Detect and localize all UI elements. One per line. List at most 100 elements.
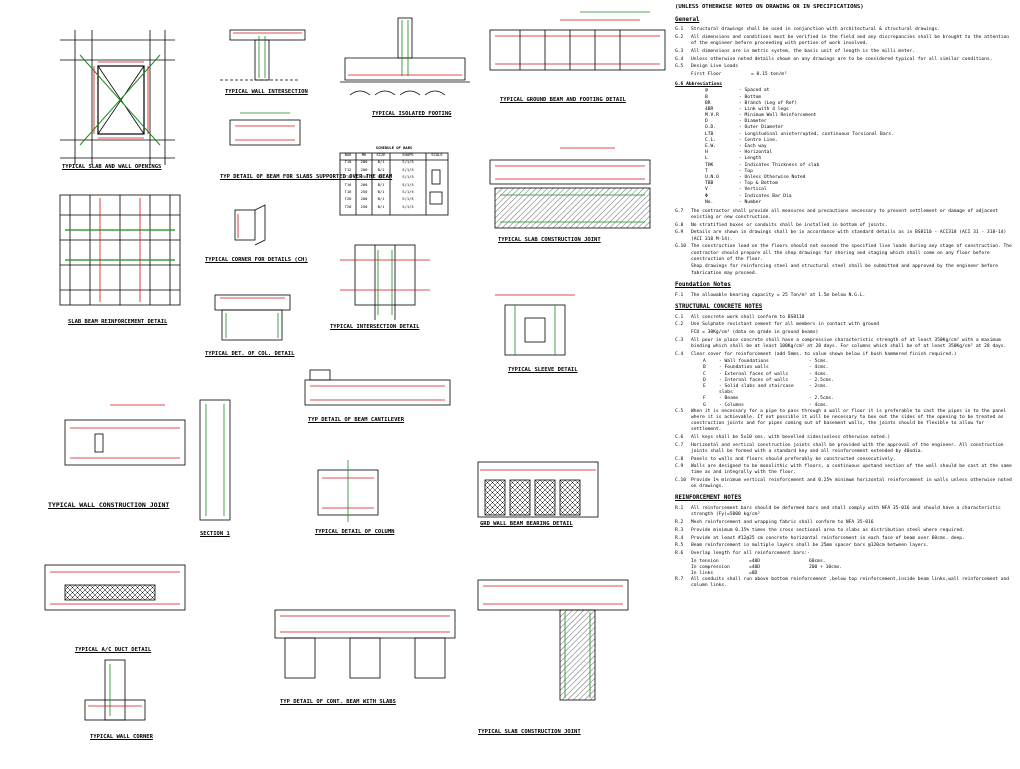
- bar-cell: T16: [344, 181, 352, 187]
- note-text: Provide minimum 0.15% times the cross se…: [691, 527, 965, 533]
- cover-item: C- External faces of walls- 4cms.: [675, 372, 1015, 378]
- note-number: G.10: [675, 244, 687, 250]
- bar-cell: T16: [344, 188, 352, 194]
- cover-letter: A: [703, 359, 706, 365]
- note-number: G.5: [675, 64, 684, 70]
- note-text: The allowable bearing capacity = 25 Ton/…: [691, 292, 866, 298]
- note-number: R.6: [675, 550, 684, 556]
- abbreviation-value: - Link with 4 legs: [739, 106, 789, 112]
- caption-ground-wall-beam: GRD WALL BEAM BEARING DETAIL: [480, 521, 573, 527]
- wall-construction-joint-detail: [64, 404, 186, 466]
- abbreviation-value: - Indicates Bar Dia: [739, 193, 792, 199]
- cover-value: - 2.5cms.: [809, 396, 834, 402]
- abbreviation-value: - Indicates Thickness of slab: [739, 162, 820, 168]
- abbreviation-key: 4BR: [705, 106, 714, 112]
- bar-header-4: SHAPE: [402, 152, 414, 157]
- caption-wall-corner: TYPICAL WALL CORNER: [90, 734, 153, 740]
- note-text: Provide 1% minimum vertical reinforcemen…: [691, 478, 1012, 490]
- note-number: F.1: [675, 292, 684, 298]
- caption-typ-detail-col: TYPICAL DET. OF COL. DETAIL: [205, 351, 295, 357]
- live-load-row: First Floor = 0.15 ton/m²: [675, 72, 1015, 78]
- abbreviation-value: - Each way: [739, 144, 767, 150]
- note-number: R.1: [675, 506, 684, 512]
- chamfer-detail: [234, 204, 266, 246]
- abbreviation-value: - Length: [739, 156, 762, 162]
- abbreviation-item: Φ- Indicates Bar Dia: [675, 194, 1015, 200]
- caption-sleeve: TYPICAL SLEEVE DETAIL: [508, 367, 578, 373]
- abbreviation-item: H- Horizontal: [675, 150, 1015, 156]
- abbreviation-item: LTB- Longitudinal uninterrupted, continu…: [675, 132, 1015, 138]
- abbreviation-value: - Spaced at: [739, 88, 770, 94]
- lap-type: In compression: [691, 564, 730, 570]
- cover-element: - Internal faces of walls: [719, 377, 789, 383]
- abbreviation-key: @: [705, 88, 708, 94]
- concrete-title: STRUCTURAL CONCRETE NOTES: [675, 303, 763, 310]
- caption-beam-cantilever: TYP DETAIL OF BEAM CANTILEVER: [308, 417, 405, 423]
- note-number: C.9: [675, 464, 684, 470]
- isolated-footing-detail: [340, 17, 470, 96]
- foundation-notes-list: F.1 The allowable bearing capacity = 25 T…: [675, 293, 1015, 299]
- cover-value: - 4cms.: [809, 365, 829, 371]
- abbreviation-item: T- Top: [675, 169, 1015, 175]
- bar-schedule-title: SCHEDULE OF BARS: [375, 145, 413, 150]
- bar-cell: S/1/5: [402, 181, 414, 187]
- abbreviation-value: - Number: [739, 199, 762, 205]
- cover-value: - 2cms.: [809, 383, 829, 389]
- cover-letter: B: [703, 365, 706, 371]
- slab-beam-reinforcement-plan: [59, 194, 181, 306]
- cover-value: - 2.5cms.: [809, 377, 834, 383]
- continuous-beam-detail: [274, 609, 456, 679]
- caption-slab-beam-reinf: SLAB BEAM REINFORCEMENT DETAIL: [68, 319, 168, 325]
- bar-cell: T12: [344, 174, 352, 180]
- caption-slab-opening: TYPICAL SLAB AND WALL OPENINGS: [62, 164, 162, 170]
- abbreviation-key: B: [705, 94, 708, 100]
- abbreviation-key: H: [705, 150, 708, 156]
- abbreviation-item: O.D.- Outer Diameter: [675, 125, 1015, 131]
- bar-cell: S/1/5: [402, 196, 414, 202]
- note-text: Shop drawings for reinforcing steel and …: [691, 264, 998, 276]
- note-text: The construction load on the floors shou…: [691, 244, 1012, 262]
- abbreviation-key: U.N.O: [705, 174, 719, 180]
- slab-construction-joint-detail: [489, 147, 651, 229]
- cover-item: E- Solid slabs and staircase slabs- 2cms…: [675, 384, 1015, 396]
- bar-cell: 250: [360, 188, 368, 194]
- note-text: All conduits shall run above bottom rein…: [691, 577, 1010, 589]
- note-number: C.7: [675, 442, 684, 448]
- bar-cell: S/1/5: [402, 203, 414, 209]
- note-text: Clear cover for reinforcement (add 5mms.…: [691, 351, 957, 357]
- bar-header-3: SIZE: [376, 152, 386, 157]
- note-text: Use Sulphate resistant cement for all me…: [691, 322, 880, 328]
- caption-ac-duct: TYPICAL A/C DUCT DETAIL: [75, 647, 152, 653]
- bar-cell: T20: [344, 196, 352, 202]
- abbreviation-value: - Top: [739, 168, 753, 174]
- bar-schedule-header: BAR MK SIZE SHAPE SCALE: [340, 152, 448, 157]
- abbreviation-item: L- Length: [675, 156, 1015, 162]
- bar-cell: T10: [344, 159, 352, 165]
- note-number: G.2: [675, 35, 684, 41]
- caption-chamfer: TYPICAL CORNER FOR DETAILS (CH): [205, 257, 308, 263]
- bar-schedule-text: SCHEDULE OF BARS BAR MK SIZE SHAPE SCALE…: [340, 145, 448, 209]
- bar-cell: 200: [360, 159, 368, 165]
- abbreviation-value: - Centre Line.: [739, 137, 778, 143]
- abbreviation-item: V- Vertical: [675, 187, 1015, 193]
- lap-length: 200 + 10cms.: [809, 564, 843, 570]
- abbr-title: G.6 Abbreviations: [675, 82, 723, 88]
- note-text: All reinforcement bars should be deforme…: [691, 506, 1001, 518]
